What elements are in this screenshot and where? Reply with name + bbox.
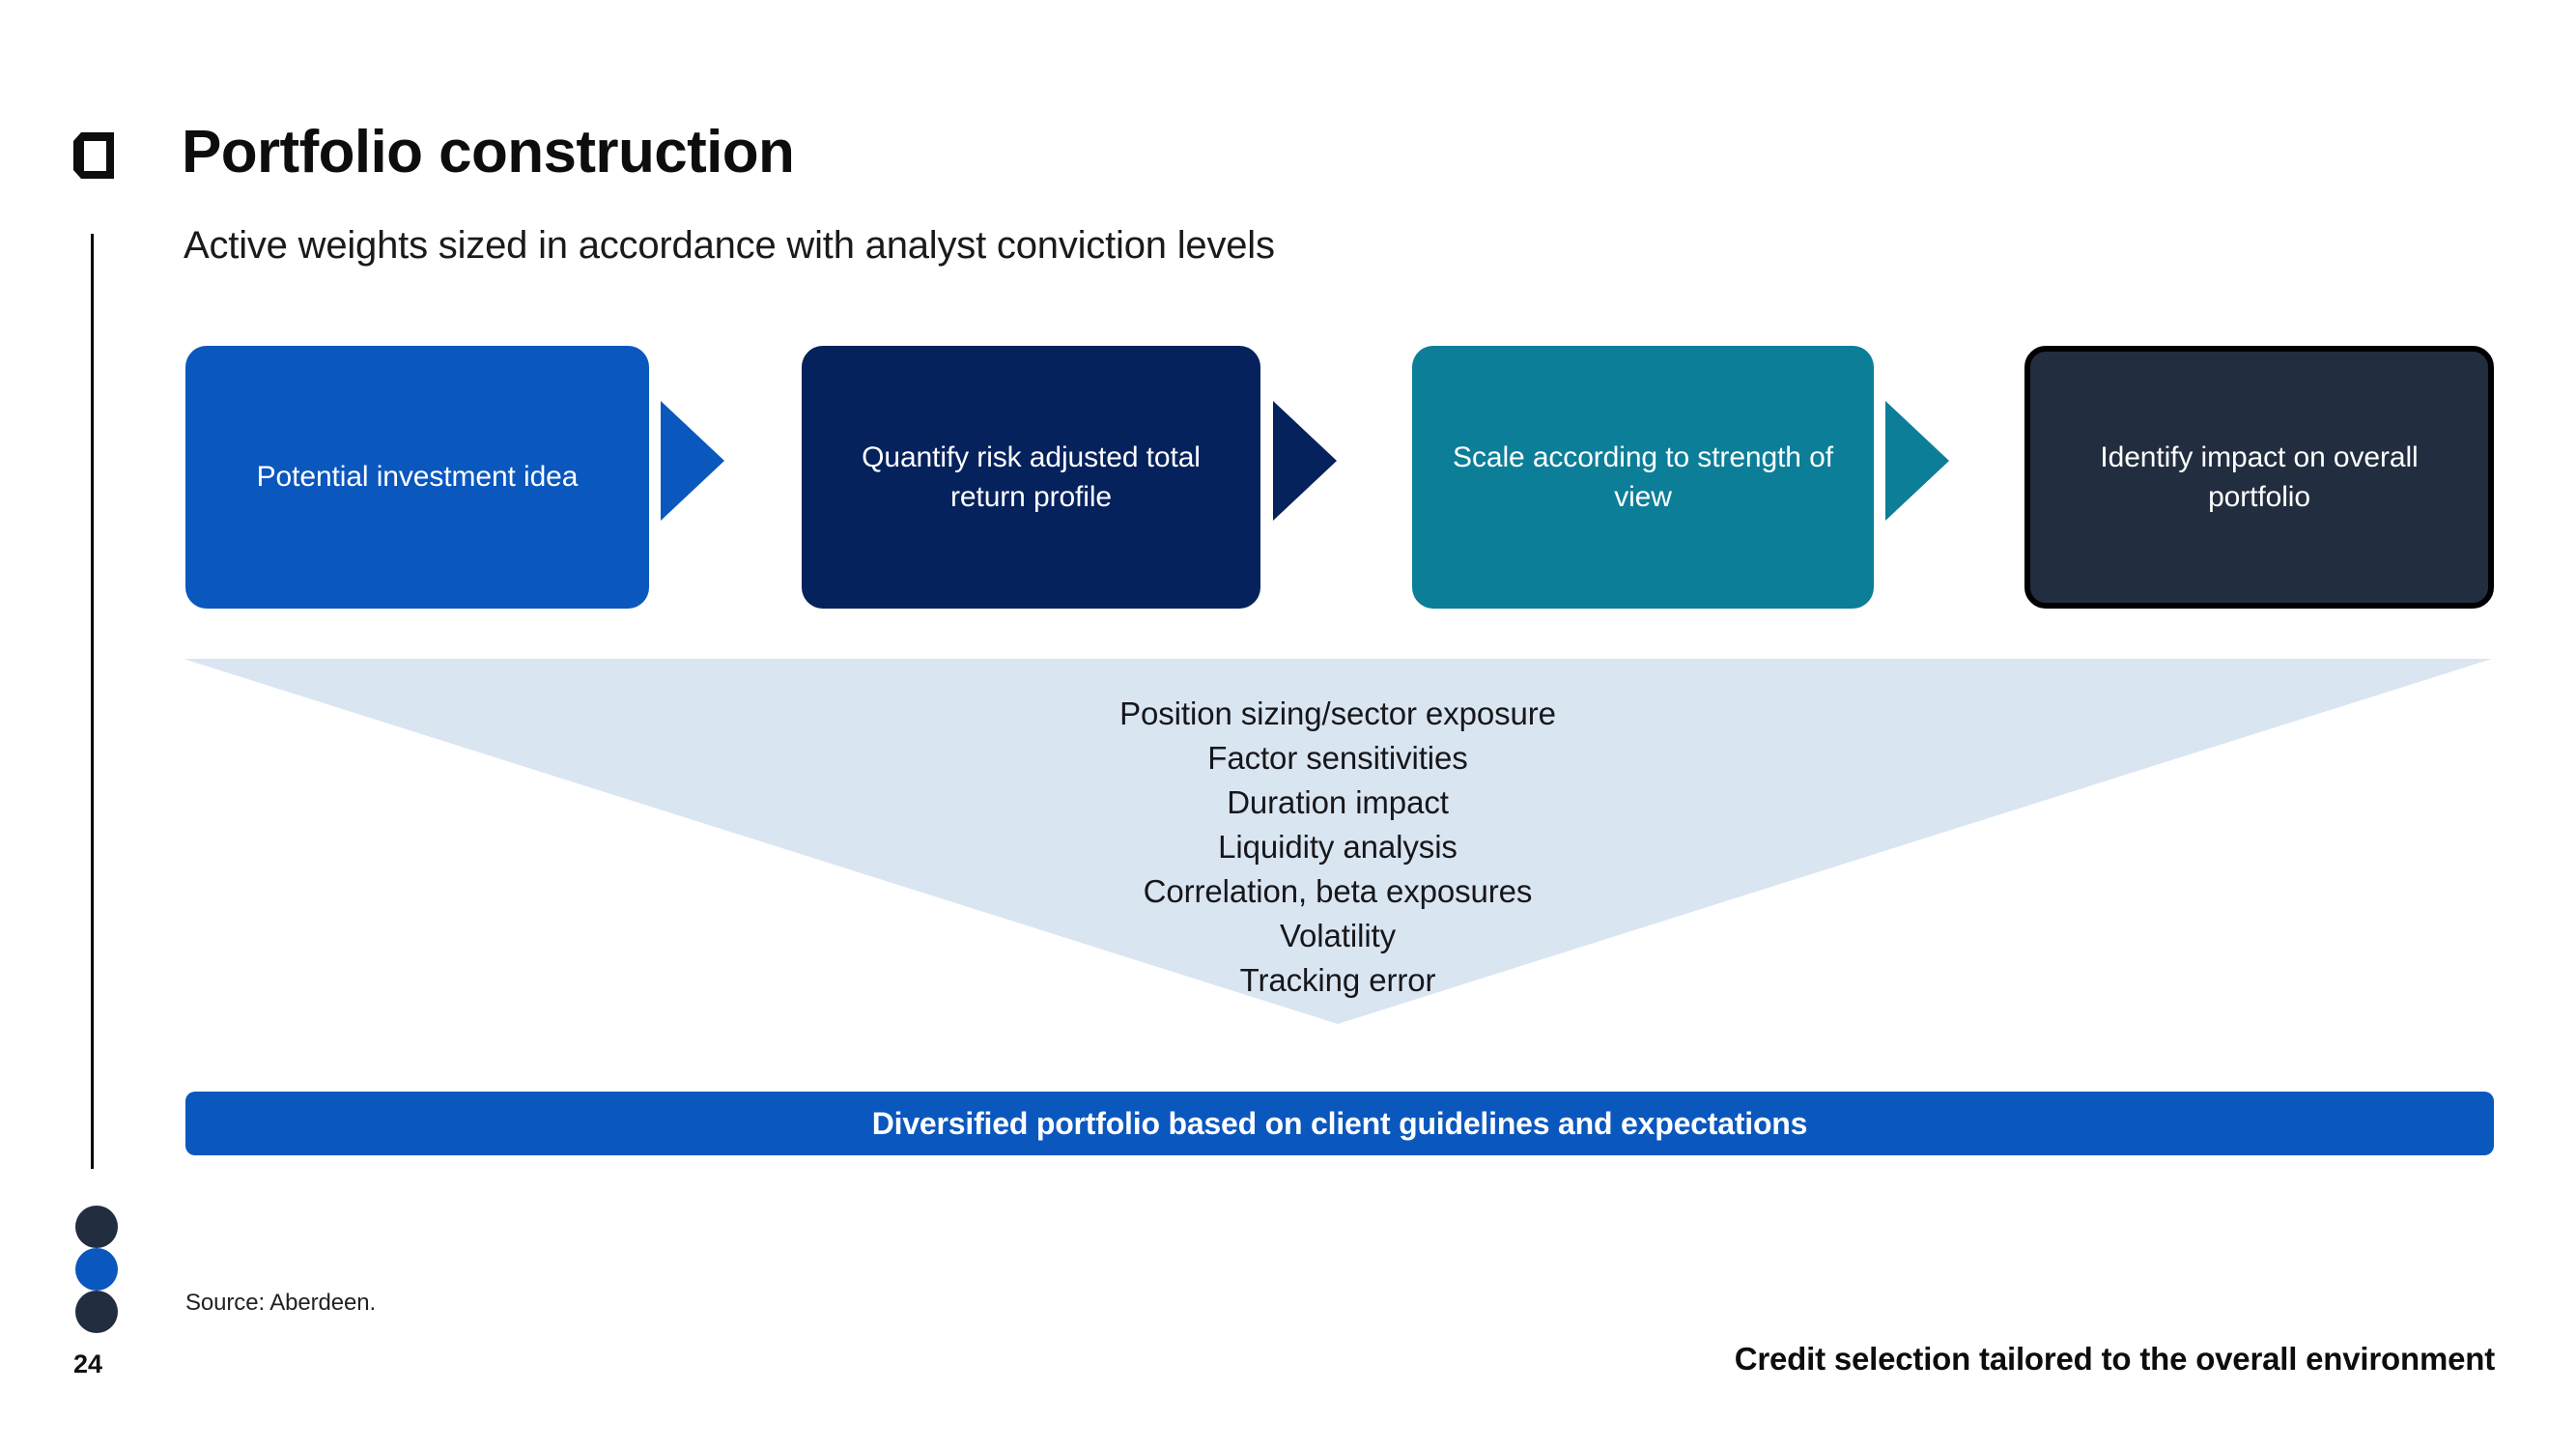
process-step-3-label: Scale according to strength of view — [1453, 440, 1833, 513]
process-arrow-1-icon — [661, 401, 724, 521]
process-step-1[interactable]: Potential investment idea — [185, 346, 649, 609]
funnel-item: Liquidity analysis — [1218, 829, 1458, 866]
funnel-shape — [184, 659, 2492, 1024]
left-vertical-rule — [91, 234, 94, 1169]
outcome-banner-label: Diversified portfolio based on client gu… — [871, 1105, 1808, 1141]
source-note: Source: Aberdeen. — [185, 1290, 377, 1316]
aberdeen-a-mark-icon — [73, 132, 114, 179]
funnel-item: Duration impact — [1227, 784, 1449, 821]
funnel-item: Tracking error — [1239, 962, 1436, 999]
brand-dot-icon — [75, 1291, 118, 1333]
brand-dot-icon — [75, 1206, 118, 1248]
outcome-banner: Diversified portfolio based on client gu… — [185, 1092, 2494, 1155]
process-arrow-2-icon — [1273, 401, 1337, 521]
footer-tagline: Credit selection tailored to the overall… — [1734, 1341, 2495, 1377]
funnel-item: Position sizing/sector exposure — [1119, 696, 1556, 731]
funnel-item: Factor sensitivities — [1207, 740, 1468, 777]
process-step-3[interactable]: Scale according to strength of view — [1412, 346, 1874, 609]
process-step-2[interactable]: Quantify risk adjusted total return prof… — [802, 346, 1260, 609]
process-step-4[interactable]: Identify impact on overall portfolio — [2024, 346, 2494, 609]
process-arrow-3-icon — [1885, 401, 1949, 521]
page-subtitle: Active weights sized in accordance with … — [184, 224, 1275, 267]
page-number: 24 — [73, 1350, 103, 1378]
brand-dot-icon — [75, 1248, 118, 1291]
funnel-item: Volatility — [1279, 918, 1397, 954]
brand-dot-stack — [75, 1206, 118, 1333]
process-step-4-label: Identify impact on overall portfolio — [2100, 440, 2419, 513]
funnel-criteria-list: Position sizing/sector exposure Factor s… — [184, 692, 2492, 1003]
funnel-item: Correlation, beta exposures — [1143, 873, 1533, 910]
process-step-2-label: Quantify risk adjusted total return prof… — [862, 440, 1201, 513]
process-step-1-label: Potential investment idea — [256, 461, 579, 494]
page-title: Portfolio construction — [182, 119, 795, 185]
